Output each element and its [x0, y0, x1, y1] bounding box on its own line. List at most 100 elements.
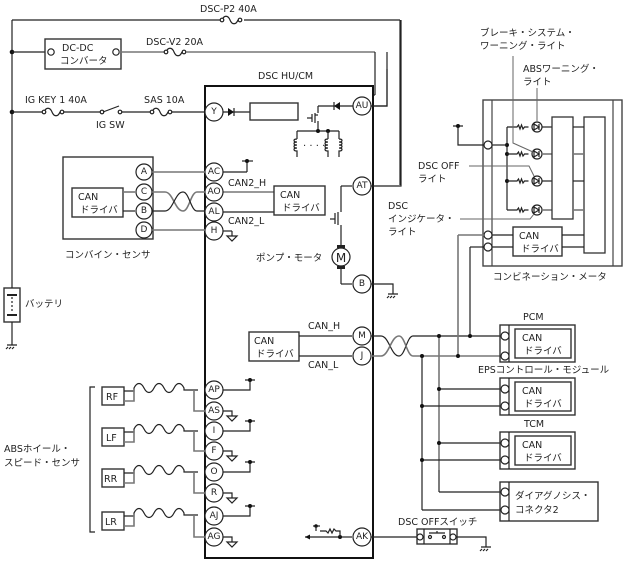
dsc-indicator-label-2: インジケータ・ [388, 214, 455, 225]
module-pcm: PCM CAN ドライバ [499, 312, 576, 363]
module-tcm: TCM CAN ドライバ [499, 419, 576, 470]
svg-text:J: J [360, 351, 364, 361]
bracket [89, 386, 95, 533]
svg-text:CAN: CAN [522, 333, 542, 344]
svg-text:R: R [211, 488, 217, 498]
twisted-pair-can2 [152, 191, 205, 212]
lamp-row-4 [507, 204, 552, 216]
meter-connector-can-l [483, 242, 493, 252]
pcm-label: PCM [523, 312, 544, 323]
dsc-off-light-label: DSC OFF [418, 161, 459, 172]
fuse-dsc-v2-icon [165, 47, 183, 57]
combine-can-label-2: ドライバ [80, 205, 118, 216]
svg-text:AG: AG [208, 532, 221, 542]
svg-text:LR: LR [105, 517, 117, 528]
meter-logic-block-1 [551, 116, 574, 220]
can-h-label: CAN_H [308, 321, 340, 332]
combine-can-driver [71, 187, 124, 218]
motor-symbol: M [336, 251, 346, 265]
svg-text:B: B [141, 206, 147, 216]
svg-text:AC: AC [208, 167, 220, 177]
meter-label: コンビネーション・メータ [493, 272, 607, 283]
svg-text:CAN: CAN [522, 386, 542, 397]
module-eps: EPSコントロール・モジュール CAN ドライバ [478, 365, 610, 416]
diag-connector-label: ダイアグノシス・ [515, 490, 590, 502]
meter-connector-can-h [483, 230, 493, 240]
hu-pin-y: Y [204, 102, 224, 122]
svg-text:LF: LF [106, 433, 117, 444]
svg-text:AS: AS [208, 406, 220, 416]
battery-label: バッテリ [25, 299, 63, 310]
combine-sensor: CAN ドライバ コンバイン・センサ A C B D [62, 156, 154, 261]
pump-motor-label: ポンプ・モータ [256, 253, 322, 264]
svg-text:ドライバ: ドライバ [524, 399, 562, 410]
ground-h-icon [225, 235, 239, 242]
hu-pin-b: B [352, 274, 372, 294]
ig-sw-label: IG SW [96, 120, 125, 131]
fuse-dsc-p2-label: DSC-P2 40A [200, 4, 257, 15]
wheel-sensor-lr: LR [101, 507, 205, 538]
meter-can-driver [512, 226, 563, 257]
fuse-sas-icon [151, 107, 169, 117]
twisted-pair-can [371, 335, 503, 357]
hu-can2-driver-label: CAN [280, 190, 300, 201]
svg-text:H: H [211, 226, 218, 236]
lamp-row-2 [507, 148, 552, 160]
wheel-sensor-rr: RR [101, 464, 205, 494]
hu-pin-ag: AG [204, 527, 224, 547]
hu-pin-h: H [204, 221, 224, 241]
diagnosis-connector: ダイアグノシス・ コネクタ2 [499, 481, 599, 522]
hu-pin-ac: AC [204, 162, 224, 182]
ig-switch-icon [102, 105, 120, 113]
hu-pin-i: I [204, 421, 224, 441]
fuse-dsc-v2-label: DSC-V2 20A [146, 37, 204, 48]
brake-warning-label-2: ワーニング・ライト [480, 40, 566, 52]
can-l-label: CAN_L [308, 360, 339, 371]
hu-pin-ak: AK [352, 527, 372, 547]
hu-pin-ap: AP [204, 380, 224, 400]
hu-pin-ao: AO [204, 182, 224, 202]
switch-contact-icon [429, 531, 445, 534]
wheel-sensor-lf: LF [101, 423, 205, 452]
brake-warning-label: ブレーキ・システム・ [480, 27, 575, 39]
svg-text:D: D [141, 225, 148, 235]
diode-au-icon [334, 102, 340, 110]
hu-pin-al: AL [204, 202, 224, 222]
hu-can2-driver-label-2: ドライバ [282, 203, 320, 214]
svg-text:AO: AO [207, 187, 220, 197]
svg-text:ドライバ: ドライバ [524, 346, 562, 357]
diag-connector-label-2: コネクタ2 [515, 505, 559, 516]
svg-text:AT: AT [357, 181, 368, 191]
combine-sensor-label: コンバイン・センサ [65, 250, 151, 261]
svg-text:M: M [358, 331, 366, 341]
svg-text:F: F [211, 446, 216, 456]
dsc-indicator-label: DSC [388, 201, 408, 212]
svg-text:B: B [359, 279, 365, 289]
dcdc-label: DC-DC [62, 43, 94, 54]
hu-pin-m: M [352, 326, 372, 346]
svg-text:AU: AU [356, 101, 369, 111]
hu-can2-driver [273, 185, 326, 216]
combination-meter: コンビネーション・メータ [482, 99, 623, 283]
can2-l-label: CAN2_L [228, 216, 265, 227]
hu-pin-o: O [204, 462, 224, 482]
svg-text:Y: Y [210, 107, 217, 117]
solenoid-coils-icon: · · · · [293, 131, 343, 157]
svg-text:C: C [141, 187, 147, 197]
internal-block [249, 102, 299, 121]
dcdc-converter [44, 38, 122, 70]
svg-text:· · · ·: · · · · [303, 141, 325, 152]
ground-b-icon [386, 293, 398, 299]
combine-can-label: CAN [78, 192, 98, 203]
svg-text:AP: AP [208, 385, 220, 395]
meter-can-label-2: ドライバ [521, 244, 559, 255]
dsc-off-switch-label: DSC OFFスイッチ [398, 517, 477, 528]
svg-text:ドライバ: ドライバ [524, 453, 562, 464]
ig-key-fuse-label: IG KEY 1 40A [25, 95, 87, 106]
arrow-icon [305, 534, 310, 540]
svg-text:AL: AL [208, 207, 219, 217]
wheel-sensor-label: ABSホイール・ [4, 444, 70, 455]
hu-can-driver-label: CAN [254, 336, 274, 347]
ground-icon [5, 344, 17, 350]
